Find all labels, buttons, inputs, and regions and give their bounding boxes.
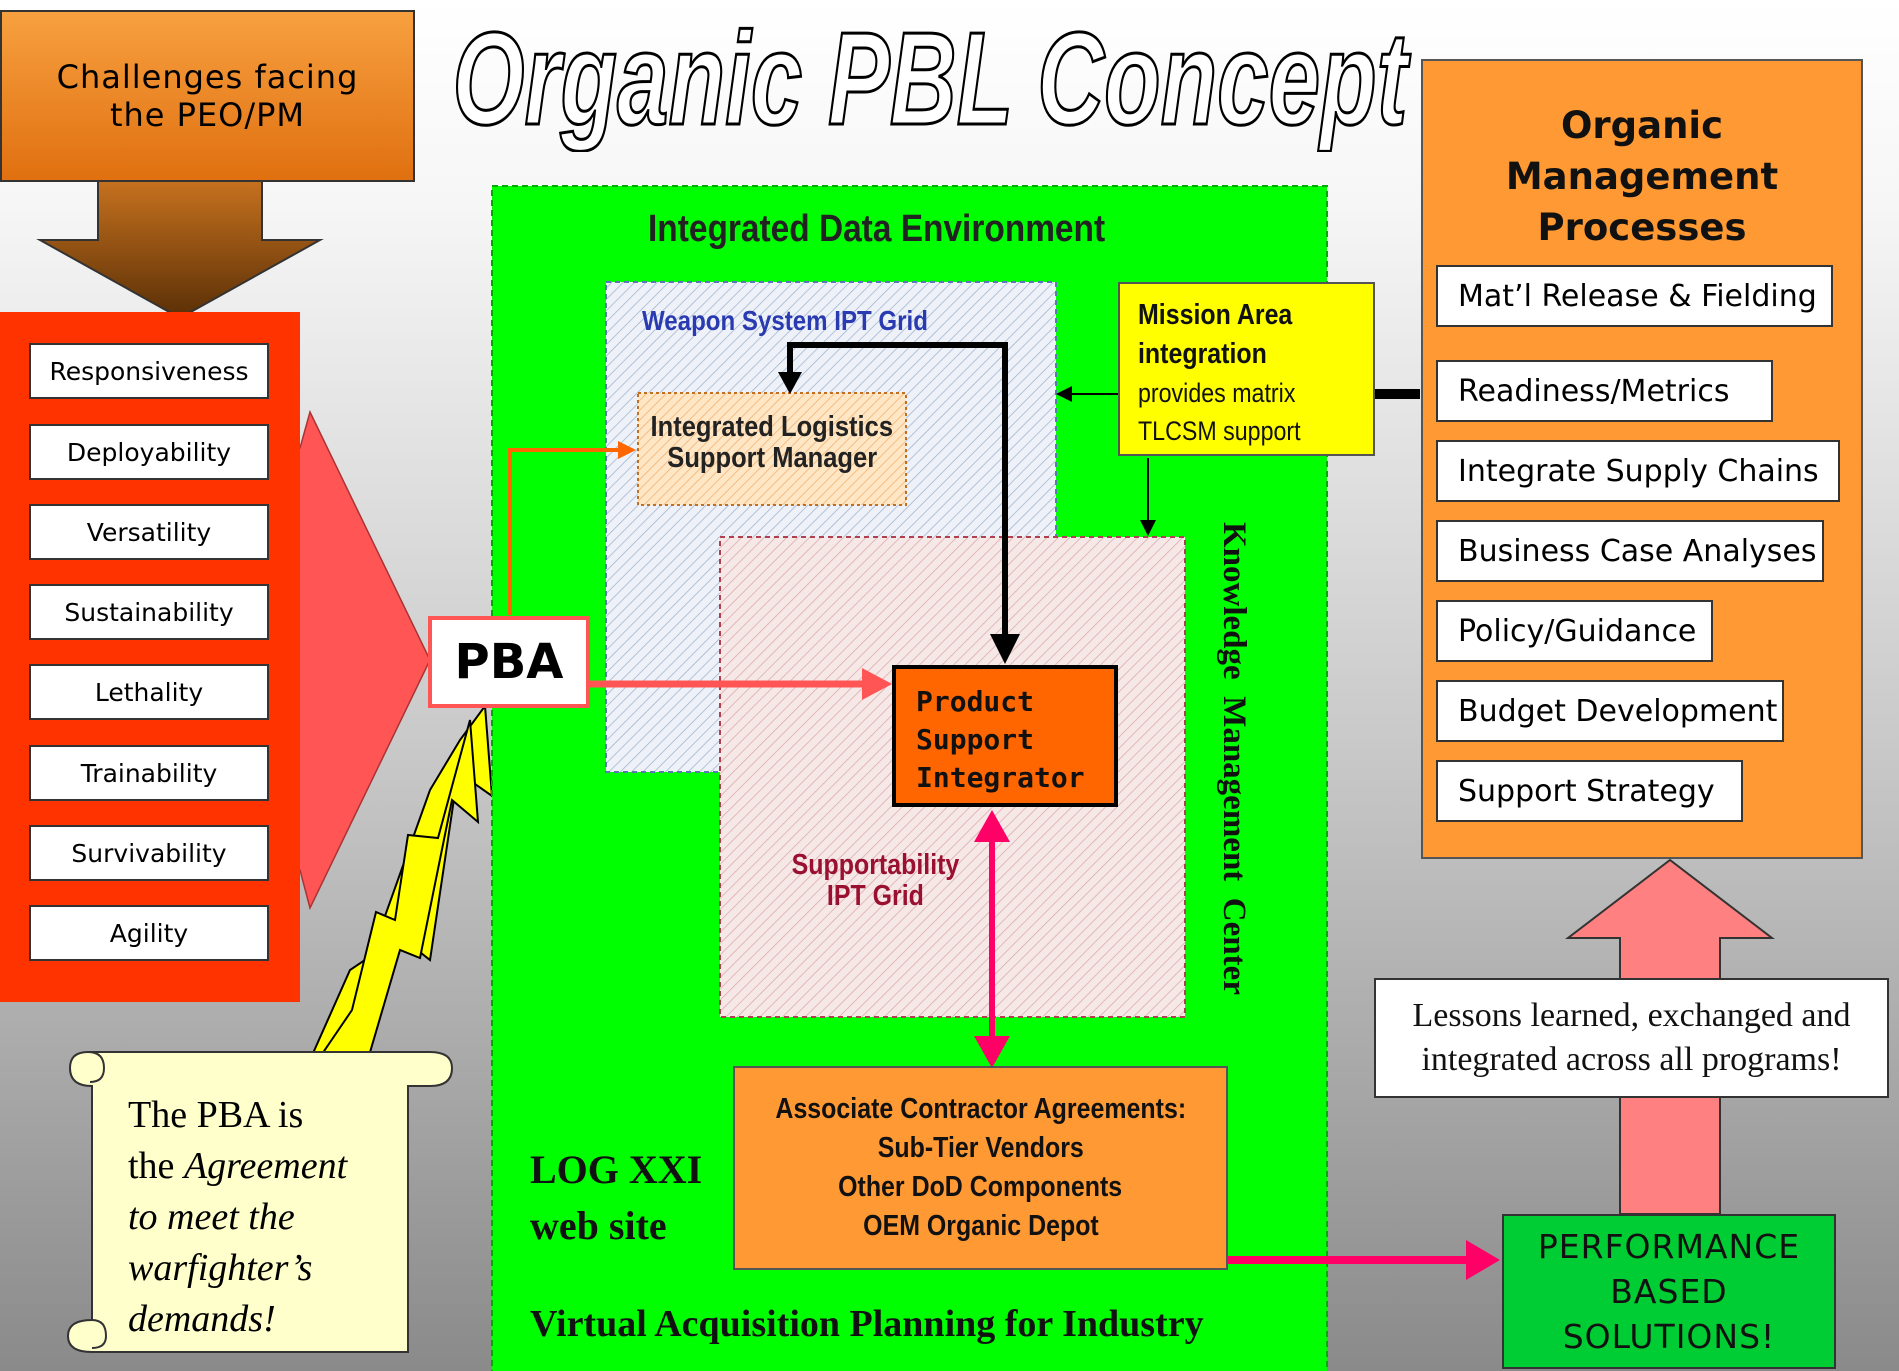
ilsm-label: Integrated Logistics Support Manager (638, 412, 906, 474)
challenge-item: Versatility (29, 504, 269, 560)
pba-box: PBA (428, 616, 590, 708)
challenge-item: Lethality (29, 664, 269, 720)
aca-line-2: Sub-Tier Vendors (877, 1132, 1084, 1164)
kmc-label: Knowledge Management Center (1216, 522, 1252, 995)
aca-box: Associate Contractor Agreements: Sub-Tie… (733, 1066, 1228, 1270)
aca-line-4: OEM Organic Depot (862, 1210, 1099, 1242)
mission-line-2: integration (1138, 338, 1267, 370)
challenge-item: Agility (29, 905, 269, 961)
scroll-line-5: demands! (128, 1298, 276, 1340)
lessons-line-2: integrated across all programs! (1421, 1041, 1842, 1078)
omp-title-line-3: Processes (1537, 206, 1747, 249)
challenges-line-2: the PEO/PM (109, 96, 306, 134)
down-arrow (36, 177, 324, 320)
scroll-agreement: Agreement (183, 1145, 348, 1187)
log-xxi-label: LOG XXI web site (530, 1142, 702, 1254)
omp-item: Budget Development (1436, 680, 1784, 742)
omp-item: Integrate Supply Chains (1436, 440, 1840, 502)
vapi-label: Virtual Acquisition Planning for Industr… (530, 1303, 1204, 1345)
ilsm-line-1: Integrated Logistics (650, 411, 894, 443)
omp-item: Readiness/Metrics (1436, 360, 1773, 422)
mission-line-4: TLCSM support (1138, 416, 1301, 446)
omp-title: Organic Management Processes (1422, 100, 1862, 253)
performance-box: PERFORMANCE BASED SOLUTIONS! (1502, 1214, 1836, 1369)
ide-title: Integrated Data Environment (648, 208, 1106, 250)
challenge-item: Trainability (29, 745, 269, 801)
psi-box: Product Support Integrator (892, 665, 1118, 807)
psi-line-1: Product (916, 685, 1035, 718)
omp-title-line-1: Organic (1560, 104, 1724, 147)
ilsm-box (637, 392, 907, 506)
lessons-box: Lessons learned, exchanged and integrate… (1374, 978, 1889, 1098)
mission-area-box: Mission Area integration provides matrix… (1118, 282, 1375, 456)
scroll-line-3: to meet the (128, 1196, 295, 1238)
log-line-2: web site (530, 1203, 667, 1248)
perf-line-1: PERFORMANCE (1537, 1227, 1801, 1266)
challenges-panel (0, 312, 300, 1002)
scroll-line-4: warfighter’s (128, 1247, 313, 1289)
aca-line-1: Associate Contractor Agreements: (775, 1093, 1186, 1125)
scroll-line-1: The PBA is (128, 1094, 304, 1136)
omp-item: Policy/Guidance (1436, 600, 1713, 662)
omp-item: Support Strategy (1436, 760, 1743, 822)
challenge-item: Sustainability (29, 584, 269, 640)
mission-line-1: Mission Area (1138, 299, 1293, 331)
supportability-line-2: IPT Grid (826, 880, 924, 912)
omp-item: Mat’l Release & Fielding (1436, 265, 1833, 327)
scroll-text: The PBA is the Agreement to meet the war… (128, 1090, 408, 1345)
page-title-text: Organic PBL Concept (453, 5, 1412, 152)
omp-title-line-2: Management (1505, 155, 1779, 198)
supportability-line-1: Supportability (791, 849, 959, 881)
aca-line-3: Other DoD Components (838, 1171, 1123, 1203)
scroll-line-2: the Agreement (128, 1145, 348, 1187)
mission-line-3: provides matrix (1138, 378, 1296, 408)
scroll (66, 1051, 454, 1353)
weapon-grid-label: Weapon System IPT Grid (642, 305, 928, 336)
page-title: Organic PBL Concept (440, 2, 1420, 154)
challenges-box: Challenges facing the PEO/PM (0, 10, 415, 182)
psi-line-2: Support (916, 723, 1035, 756)
challenge-item: Deployability (29, 424, 269, 480)
ilsm-line-2: Support Manager (667, 442, 877, 474)
challenge-item: Survivability (29, 825, 269, 881)
log-line-1: LOG XXI (530, 1147, 703, 1192)
challenge-item: Responsiveness (29, 343, 269, 399)
psi-line-3: Integrator (916, 761, 1085, 794)
omp-item: Business Case Analyses (1436, 520, 1824, 582)
perf-line-2: BASED (1610, 1272, 1728, 1311)
challenges-line-1: Challenges facing (56, 58, 359, 96)
perf-line-3: SOLUTIONS! (1562, 1317, 1776, 1356)
supportability-label: Supportability IPT Grid (770, 850, 980, 912)
lessons-line-1: Lessons learned, exchanged and (1412, 997, 1851, 1034)
